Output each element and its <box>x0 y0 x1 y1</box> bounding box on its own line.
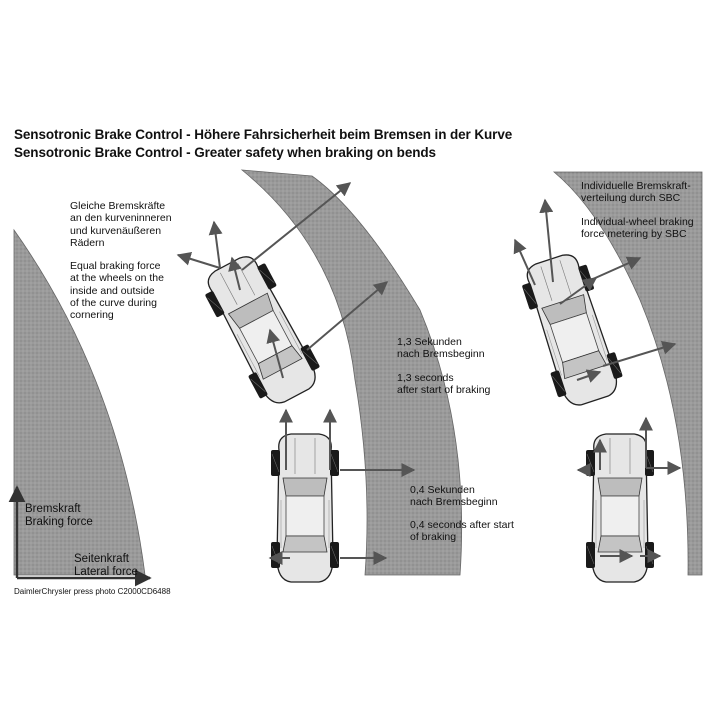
time-0-4s-german: 0,4 Sekunden nach Bremsbeginn <box>410 484 498 509</box>
road-right <box>552 171 703 576</box>
legend-y-label-german: Bremskraft <box>25 503 81 515</box>
road-left <box>13 228 146 576</box>
time-1-3s-german: 1,3 Sekunden nach Bremsbeginn <box>397 336 485 361</box>
left-callout-english: Equal braking force at the wheels on the… <box>70 260 164 322</box>
left-callout-german: Gleiche Bremskräfte an den kurveninneren… <box>70 200 172 249</box>
sbc-callout-english: Individual-wheel braking force metering … <box>581 216 694 241</box>
title-english: Sensotronic Brake Control - Greater safe… <box>14 145 436 160</box>
legend-x-label-german: Seitenkraft <box>74 553 129 565</box>
photo-credit: DaimlerChrysler press photo C2000CD6488 <box>14 587 171 596</box>
time-0-4s-english: 0,4 seconds after start of braking <box>410 519 514 544</box>
legend-y-label-english: Braking force <box>25 516 93 528</box>
car-sbc-0-4s <box>585 433 655 583</box>
car-equal-braking-0-4s <box>270 433 340 583</box>
sbc-callout-german: Individuelle Bremskraft- verteilung durc… <box>581 180 691 205</box>
car-sbc-1-3s <box>516 248 628 412</box>
title-german: Sensotronic Brake Control - Höhere Fahrs… <box>14 127 513 142</box>
car-equal-braking-1-3s <box>196 248 328 412</box>
legend-x-label-english: Lateral force <box>74 566 138 578</box>
time-1-3s-english: 1,3 seconds after start of braking <box>397 372 491 397</box>
